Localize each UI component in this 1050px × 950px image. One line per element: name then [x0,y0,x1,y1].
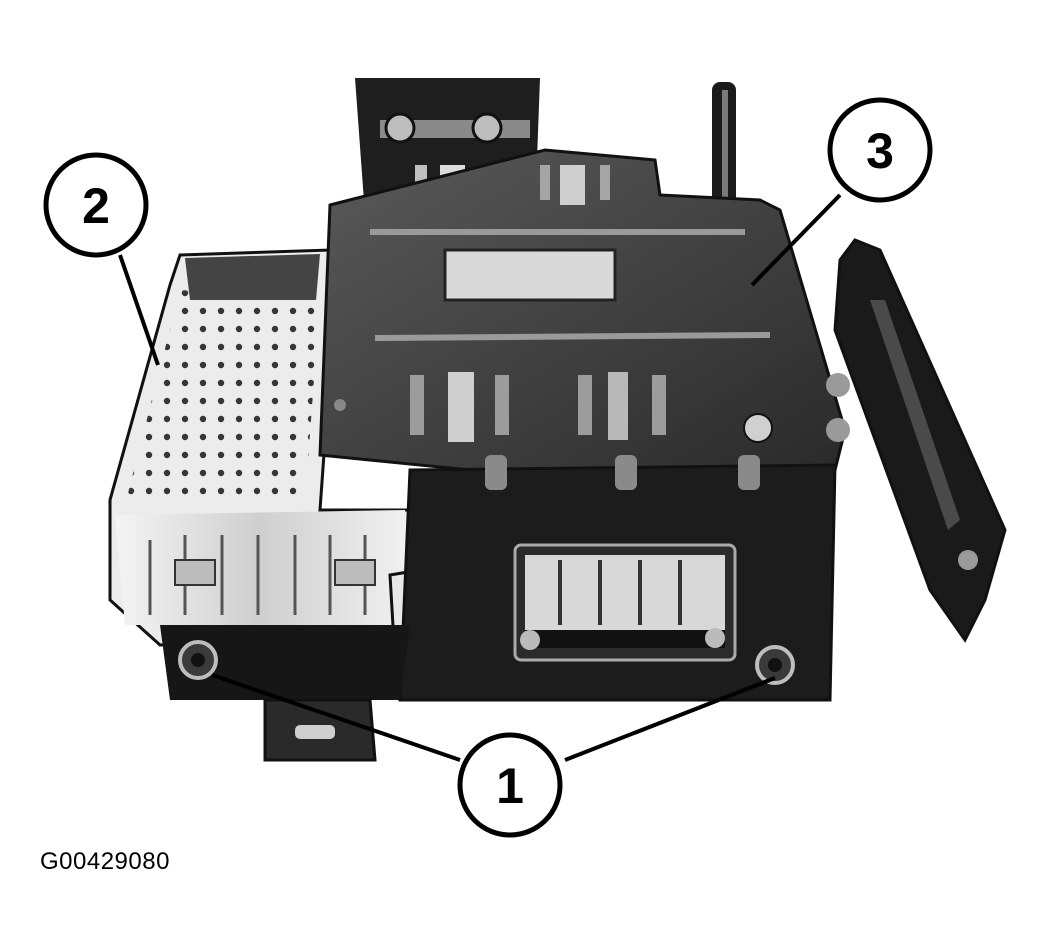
figure-id: G00429080 [40,848,170,875]
leader-lines [118,193,842,762]
callout-3: 3 [827,97,933,203]
callout-2: 2 [43,152,149,258]
leader-line-1b [564,676,776,762]
leader-line-1a [211,673,461,762]
svg-text:1: 1 [496,758,524,814]
svg-text:2: 2 [82,178,110,234]
rear-pin [712,82,736,207]
side-mounting-bracket [826,238,1007,643]
module-top-plate [318,148,847,472]
lower-bracket [263,698,377,762]
front-connector [513,543,737,662]
module-front-body [160,455,837,702]
svg-text:3: 3 [866,123,894,179]
callout-1: 1 [457,732,563,838]
leader-line-2 [118,254,160,366]
heatsink-housing [108,248,427,662]
leader-line-3 [750,193,842,287]
